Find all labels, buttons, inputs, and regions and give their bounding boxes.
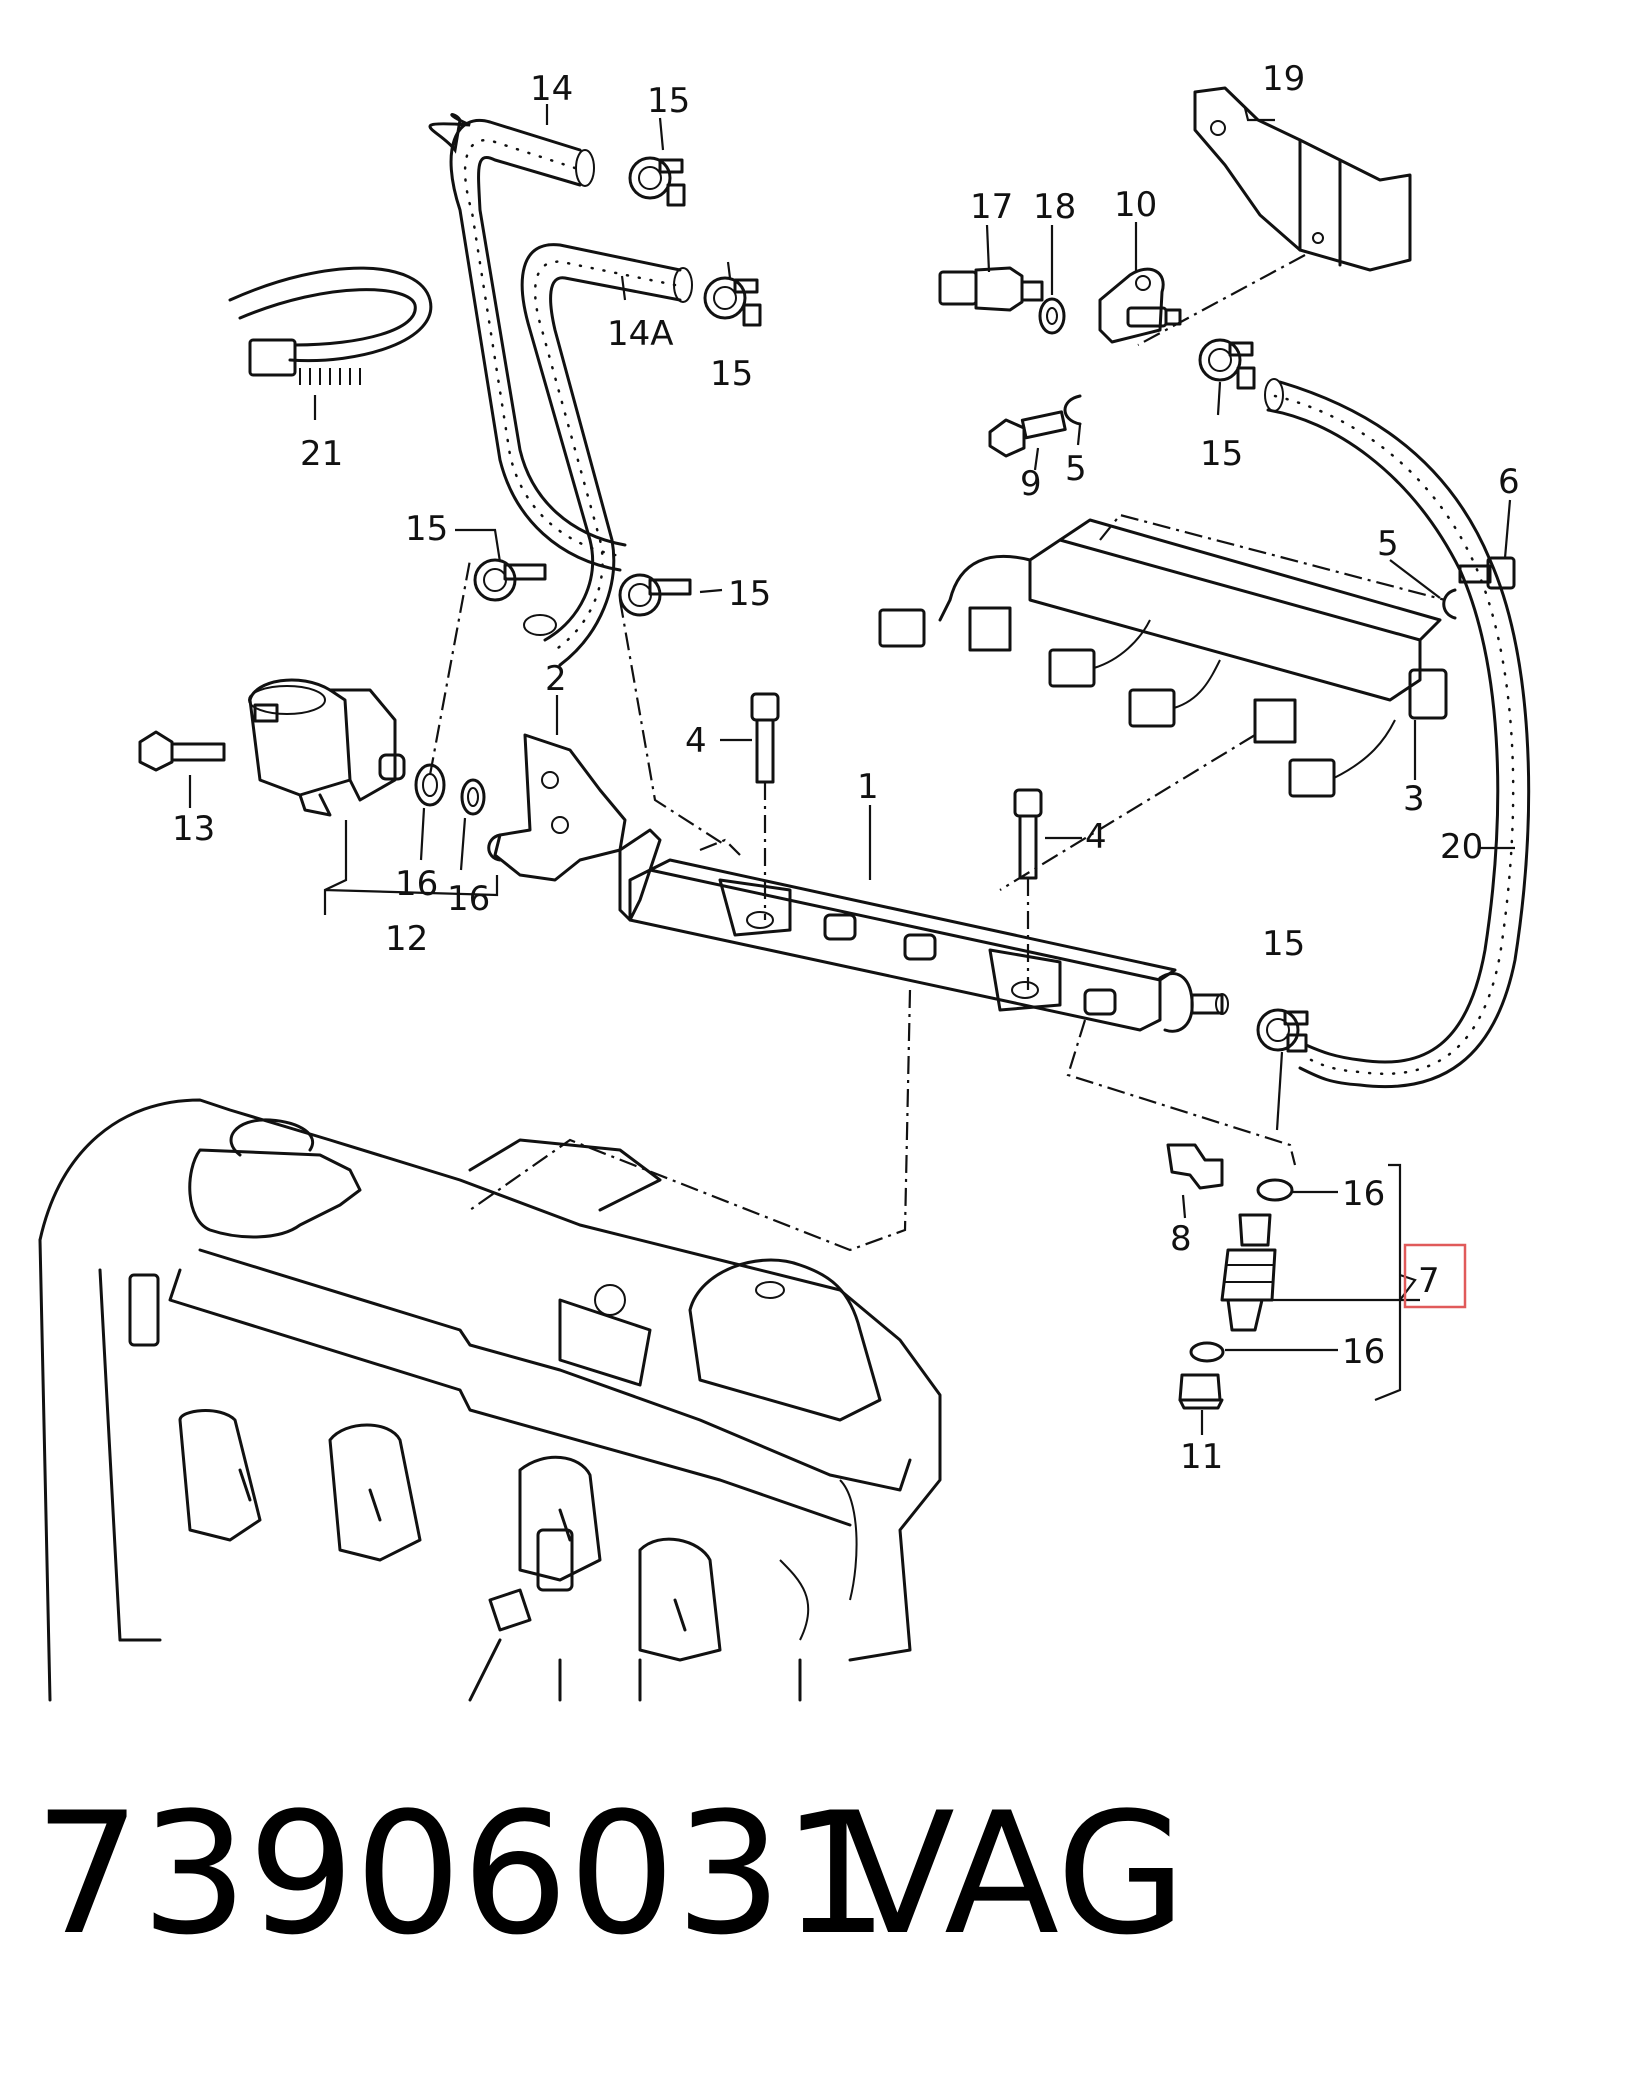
- bolt-13[interactable]: [138, 730, 226, 772]
- callout-2: 2: [545, 659, 567, 699]
- fuel-rail-1[interactable]: [618, 828, 1229, 1033]
- callout-4-right: 4: [1085, 817, 1107, 857]
- fuel-pressure-regulator[interactable]: [248, 678, 406, 817]
- callout-5-upper: 5: [1065, 449, 1087, 489]
- callout-8: 8: [1170, 1219, 1192, 1259]
- callout-19: 19: [1262, 59, 1305, 99]
- mounting-bracket-19[interactable]: [1193, 86, 1412, 272]
- callout-16-reg-a: 16: [395, 864, 438, 904]
- callout-15-top: 15: [647, 81, 690, 121]
- callout-6: 6: [1498, 462, 1520, 502]
- callout-9: 9: [1020, 464, 1042, 504]
- hose-clamp-15-lower-right[interactable]: [1256, 1008, 1309, 1053]
- assembly-dash-lines: [428, 254, 1306, 1252]
- bracket-2[interactable]: [487, 733, 627, 882]
- callout-14: 14: [530, 69, 573, 109]
- part-number: 73906031: [34, 1776, 890, 1972]
- callout-18: 18: [1033, 187, 1076, 227]
- cable-tie-21[interactable]: [228, 266, 433, 385]
- exploded-parts-diagram: 14 15 14A 15 21 15 15 17 18 10 19 15 5 9…: [38, 59, 1531, 1702]
- bracket-10[interactable]: [1098, 267, 1182, 344]
- callout-16-inj-lower: 16: [1342, 1332, 1385, 1372]
- callout-10: 10: [1114, 185, 1157, 225]
- callout-15-left: 15: [405, 509, 448, 549]
- engine-cylinder-head: [38, 1098, 942, 1702]
- callout-15-mid: 15: [710, 354, 753, 394]
- callout-1: 1: [857, 767, 879, 807]
- callout-12: 12: [385, 919, 428, 959]
- callout-4-left: 4: [685, 721, 707, 761]
- bolt-9[interactable]: [988, 410, 1067, 458]
- hose-clamp-15-right[interactable]: [618, 573, 692, 617]
- callout-16-reg-b: 16: [447, 879, 490, 919]
- hose-clamp-15-top[interactable]: [628, 156, 686, 207]
- callout-16-inj-upper: 16: [1342, 1174, 1385, 1214]
- fuel-hose-20[interactable]: [1264, 378, 1531, 1089]
- washer-18[interactable]: [1038, 297, 1066, 335]
- callout-13: 13: [172, 809, 215, 849]
- callout-21: 21: [300, 434, 343, 474]
- callout-15-hose: 15: [728, 574, 771, 614]
- protective-cap-11[interactable]: [1178, 1373, 1224, 1410]
- wiring-harness-3[interactable]: [878, 513, 1448, 798]
- callout-17: 17: [970, 187, 1013, 227]
- brand-name: VAG: [840, 1776, 1187, 1972]
- callout-5-right: 5: [1377, 524, 1399, 564]
- fuel-injector-7[interactable]: [1220, 1213, 1277, 1332]
- injector-leader-dash: [1066, 1019, 1297, 1166]
- callout-20: 20: [1440, 827, 1483, 867]
- callout-leader-lines: [188, 104, 1515, 1435]
- retaining-clip-5-right[interactable]: [1442, 588, 1457, 620]
- seal-ring-16-right[interactable]: [460, 778, 486, 816]
- hose-14[interactable]: [428, 113, 627, 572]
- retaining-clip-5-upper[interactable]: [1063, 394, 1082, 426]
- callout-15-right: 15: [1200, 434, 1243, 474]
- highlight-box-7[interactable]: [1403, 1243, 1467, 1309]
- screw-6[interactable]: [1458, 556, 1516, 590]
- callout-11: 11: [1180, 1437, 1223, 1477]
- bolt-4-left[interactable]: [750, 692, 780, 920]
- hose-clamp-15-upper-right[interactable]: [1198, 338, 1256, 390]
- seal-ring-16-lower[interactable]: [1189, 1341, 1225, 1363]
- callout-14a: 14A: [607, 314, 674, 354]
- bolt-4-right[interactable]: [1013, 788, 1043, 990]
- hose-clamp-15-left[interactable]: [473, 558, 547, 602]
- callout-15-rail: 15: [1262, 924, 1305, 964]
- injector-clip-8[interactable]: [1166, 1143, 1224, 1190]
- hose-14a[interactable]: [520, 243, 693, 667]
- temperature-sender-17[interactable]: [938, 266, 1044, 312]
- callout-3: 3: [1403, 779, 1425, 819]
- hose-clamp-15-mid[interactable]: [703, 276, 762, 327]
- seal-ring-16-upper[interactable]: [1256, 1178, 1294, 1202]
- callout-7[interactable]: 7: [1418, 1261, 1440, 1301]
